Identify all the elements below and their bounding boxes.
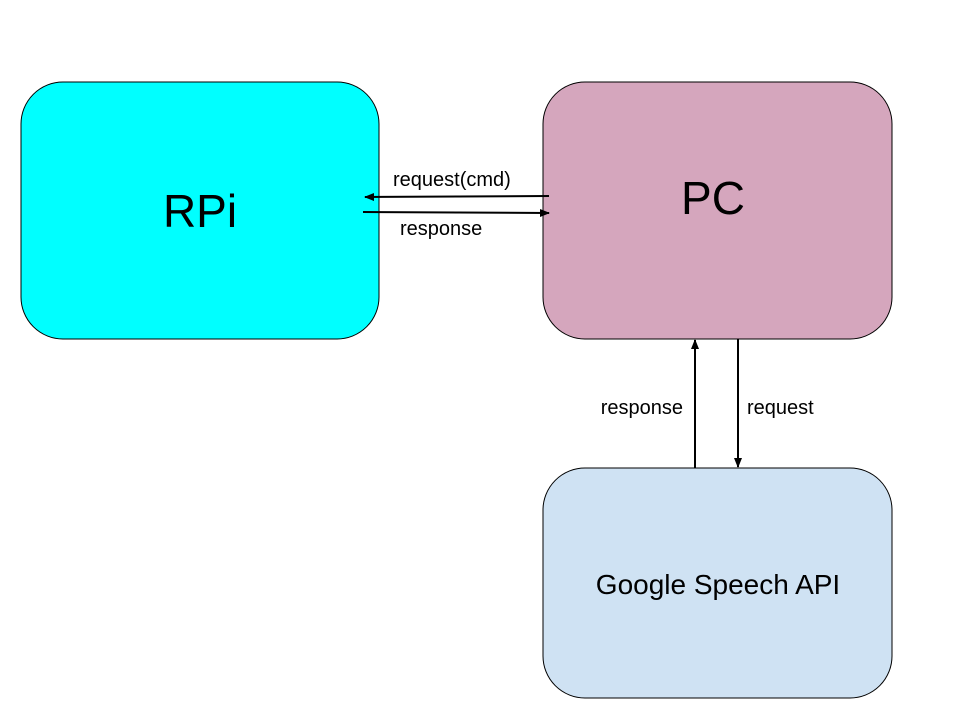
rpi-node: RPi [20,81,380,340]
arrow-rpi-to-pc [362,208,550,217]
speech-api-label: Google Speech API [596,569,840,600]
arrow-pc-to-rpi [364,192,550,201]
speech-api-box [542,467,893,699]
speech-api-node: Google Speech API [542,467,893,699]
edge-label-response-top: response [400,218,482,240]
edge-label-request-cmd: request(cmd) [393,169,511,191]
rpi-box [20,81,380,340]
pc-label: PC [681,172,745,224]
edge-label-response-vertical: response [601,397,683,419]
rpi-label: RPi [163,185,237,237]
pc-node: PC [542,81,893,340]
edge-label-request-vertical: request [747,397,814,419]
